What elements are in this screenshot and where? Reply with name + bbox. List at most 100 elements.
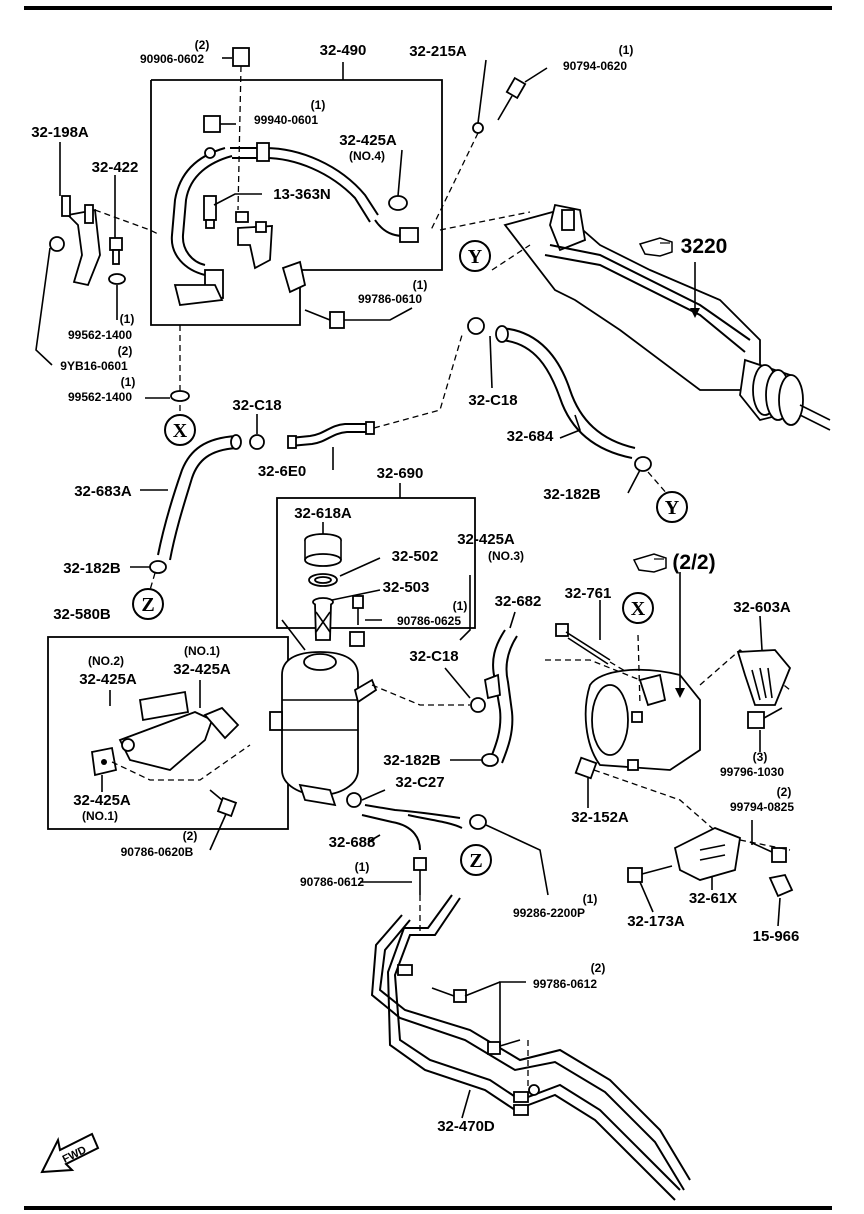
dash-580b <box>111 744 251 781</box>
clamp-99286 <box>469 814 487 830</box>
callout-x-left: X <box>164 414 196 446</box>
bolt-90786-0612 <box>413 857 427 895</box>
bolt-32-761 <box>555 623 611 665</box>
label-99786-0610: 99786-0610 <box>358 292 422 306</box>
label-no2: (NO.2) <box>88 654 124 668</box>
bolt-99796-1030 <box>747 707 783 729</box>
arrow-3220-head <box>690 308 700 318</box>
bolt-90786-0625 <box>349 595 365 647</box>
steering-gear-3220 <box>503 203 831 431</box>
bracket-32-603a <box>736 649 792 706</box>
bracket-32-61x <box>673 827 741 881</box>
label-15-966: 15-966 <box>753 928 800 945</box>
dash-x-pump <box>637 634 641 706</box>
label-32-503: 32-503 <box>383 579 430 596</box>
label-99562-b-qty: (1) <box>121 375 136 389</box>
label-90786-0620b: 90786-0620B <box>121 845 194 859</box>
label-32-684: 32-684 <box>507 428 554 445</box>
label-32-502: 32-502 <box>392 548 439 565</box>
bracket-in-box <box>235 211 273 270</box>
label-no3: (NO.3) <box>488 549 524 563</box>
leader-lines <box>35 57 781 1119</box>
svg-text:X: X <box>631 598 646 620</box>
washer-99562-a <box>108 273 126 285</box>
label-90786-0625-qty: (1) <box>453 599 468 613</box>
clamp-in-box <box>281 260 307 294</box>
label-99786-0610-qty: (1) <box>413 278 428 292</box>
hose-32-688 <box>361 804 463 851</box>
bracket-32-198a <box>49 195 101 287</box>
bolt-32-215a <box>472 122 484 134</box>
svg-text:Z: Z <box>141 594 154 616</box>
label-99794-qty: (2) <box>777 785 792 799</box>
label-32-683a: 32-683A <box>74 483 132 500</box>
dash-bracket-link <box>94 209 161 236</box>
dash-box-to-gear <box>439 211 531 231</box>
label-32-470d: 32-470D <box>437 1118 495 1135</box>
cap-32-618a <box>304 533 342 567</box>
label-13-363n: 13-363N <box>273 186 331 203</box>
dash-pump-left <box>545 659 641 681</box>
label-32-c27: 32-C27 <box>395 774 444 791</box>
bolt-32-173a <box>627 865 673 883</box>
label-3220: 3220 <box>681 235 728 258</box>
label-32-182b-a: 32-182B <box>543 486 601 503</box>
label-99562-a: 99562-1400 <box>68 328 132 342</box>
union-13-363n <box>203 195 217 229</box>
pad-32-425a-no2 <box>138 690 190 722</box>
dash-152a <box>593 769 721 836</box>
label-32-425a-no3: 32-425A <box>457 531 515 548</box>
label-32-c18-c: 32-C18 <box>409 648 458 665</box>
reservoir-tank <box>269 651 378 807</box>
label-32-215a: 32-215A <box>409 43 467 60</box>
dash-182b-y <box>647 471 669 496</box>
label-32-425a-no2: 32-425A <box>79 671 137 688</box>
nut-99940 <box>203 115 221 133</box>
dash-61x <box>739 839 791 851</box>
label-32-173a: 32-173A <box>627 913 685 930</box>
label-32-6e0: 32-6E0 <box>258 463 306 480</box>
callout-y-top: Y <box>459 240 491 272</box>
label-32-688: 32-688 <box>329 834 376 851</box>
pressure-hose-32-490 <box>170 142 419 306</box>
arrow-22-head <box>675 688 685 698</box>
label-22-note: (2/2) <box>672 551 715 574</box>
label-32-425a-top: 32-425A <box>339 132 397 149</box>
forward-arrow-icon: FWD <box>40 1132 100 1174</box>
nut-32-152a <box>574 756 598 780</box>
label-99794: 99794-0825 <box>730 800 794 814</box>
label-99286-qty: (1) <box>583 892 598 906</box>
label-99286: 99286-2200P <box>513 906 585 920</box>
clamp-32-c27 <box>346 792 362 808</box>
label-32-198a: 32-198A <box>31 124 89 141</box>
clamp-32-c18-c <box>470 697 486 713</box>
label-32-425a-no1-bot: 32-425A <box>73 792 131 809</box>
reservoir-leader <box>281 619 306 651</box>
oring-32-425a-no4 <box>388 195 408 211</box>
svg-text:Z: Z <box>469 850 482 872</box>
pipe-32-6e0 <box>287 421 375 449</box>
bolt-90786-0620b <box>209 789 238 818</box>
bolt-32-422 <box>109 237 123 265</box>
callout-z-left: Z <box>132 588 164 620</box>
clamp-32-182b-a <box>634 456 652 472</box>
label-no1-bot: (NO.1) <box>82 809 118 823</box>
label-32-61x: 32-61X <box>689 890 737 907</box>
svg-text:Y: Y <box>665 497 680 519</box>
label-99796: 99796-1030 <box>720 765 784 779</box>
dash-32-215a <box>429 132 479 233</box>
dash-6e0-c18 <box>373 334 463 429</box>
label-32-618a: 32-618A <box>294 505 352 522</box>
label-32-152a: 32-152A <box>571 809 629 826</box>
pointing-hand-icon <box>638 237 673 257</box>
strainer-32-503 <box>312 597 334 641</box>
label-32-425a-no1-top: 32-425A <box>173 661 231 678</box>
pointing-hand-icon <box>632 553 667 573</box>
hose-32-683a <box>157 434 242 561</box>
label-32-182b-c: 32-182B <box>383 752 441 769</box>
box-32-690 <box>276 497 476 629</box>
clamp-32-182b-c <box>481 753 499 767</box>
hose-32-682 <box>483 629 518 764</box>
label-no4: (NO.4) <box>349 149 385 163</box>
